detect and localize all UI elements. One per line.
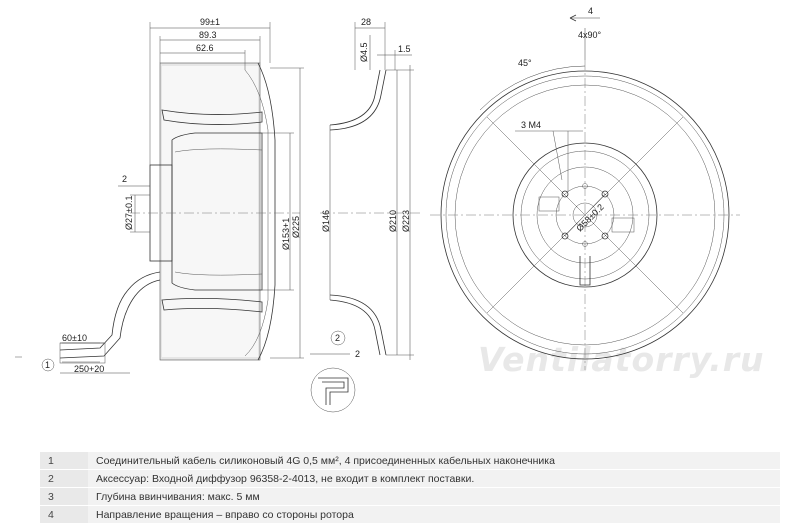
side-view: 99±1 89.3 62.6 Ø153+1 Ø225 2 Ø27±0.1 60±… xyxy=(15,17,304,374)
legend-row: 2 Аксессуар: Входной диффузор 96358-2-40… xyxy=(40,469,780,488)
angle-45: 45° xyxy=(518,58,532,68)
dim-1-5: 1.5 xyxy=(398,44,411,54)
section-profile-bottom xyxy=(329,299,381,356)
legend-row: 4 Направление вращения – вправо со сторо… xyxy=(40,505,780,524)
dim-62: 62.6 xyxy=(196,43,214,53)
dim-146: Ø146 xyxy=(321,210,331,232)
legend-num: 1 xyxy=(40,452,88,470)
callout-2 xyxy=(330,330,346,346)
dim-99: 99±1 xyxy=(200,17,220,27)
dim-210: Ø210 xyxy=(388,210,398,232)
callout-2-label: 2 xyxy=(335,333,340,343)
dim-58: Ø58±0.2 xyxy=(574,202,605,233)
legend-num: 4 xyxy=(40,505,88,524)
front-outer-ring xyxy=(440,70,730,360)
dim-223: Ø223 xyxy=(401,210,411,232)
dim-28: 28 xyxy=(361,17,371,27)
detail-circle xyxy=(310,367,356,413)
dim-89: 89.3 xyxy=(199,30,217,40)
dim-250: 250+20 xyxy=(74,364,104,374)
dim-2-section: 2 xyxy=(355,349,360,359)
dim-60: 60±10 xyxy=(62,333,87,343)
legend-num: 2 xyxy=(40,469,88,488)
section-profile-top xyxy=(329,69,381,126)
legend-table: 1 Соединительный кабель силиконовый 4G 0… xyxy=(40,452,780,524)
dim-27: Ø27±0.1 xyxy=(124,196,134,230)
dim-4-5: Ø4.5 xyxy=(359,42,369,62)
dim-225: Ø225 xyxy=(291,216,301,238)
callout-1 xyxy=(41,358,55,372)
label-3-m4: 3 M4 xyxy=(521,120,541,130)
front-view: 45° 4 4x90° 3 M4 Ø58±0.2 xyxy=(430,6,740,370)
front-rotor xyxy=(512,142,658,288)
angle-4x90: 4x90° xyxy=(578,30,602,40)
dim-2-side: 2 xyxy=(122,174,127,184)
legend-text: Направление вращения – вправо со стороны… xyxy=(88,505,780,524)
callout-1-label: 1 xyxy=(45,360,50,370)
legend-row: 3 Глубина ввинчивания: макс. 5 мм xyxy=(40,487,780,506)
dim-153: Ø153+1 xyxy=(281,218,291,250)
section-view: 28 Ø4.5 1.5 Ø146 Ø210 Ø223 2 2 xyxy=(310,17,420,413)
legend-text: Глубина ввинчивания: макс. 5 мм xyxy=(88,487,780,506)
legend-row: 1 Соединительный кабель силиконовый 4G 0… xyxy=(40,452,780,470)
legend-num: 3 xyxy=(40,487,88,506)
callout-4-label: 4 xyxy=(588,6,593,16)
legend-text: Соединительный кабель силиконовый 4G 0,5… xyxy=(88,452,780,470)
legend-text: Аксессуар: Входной диффузор 96358-2-4013… xyxy=(88,469,780,488)
technical-drawing: 99±1 89.3 62.6 Ø153+1 Ø225 2 Ø27±0.1 60±… xyxy=(15,6,740,413)
